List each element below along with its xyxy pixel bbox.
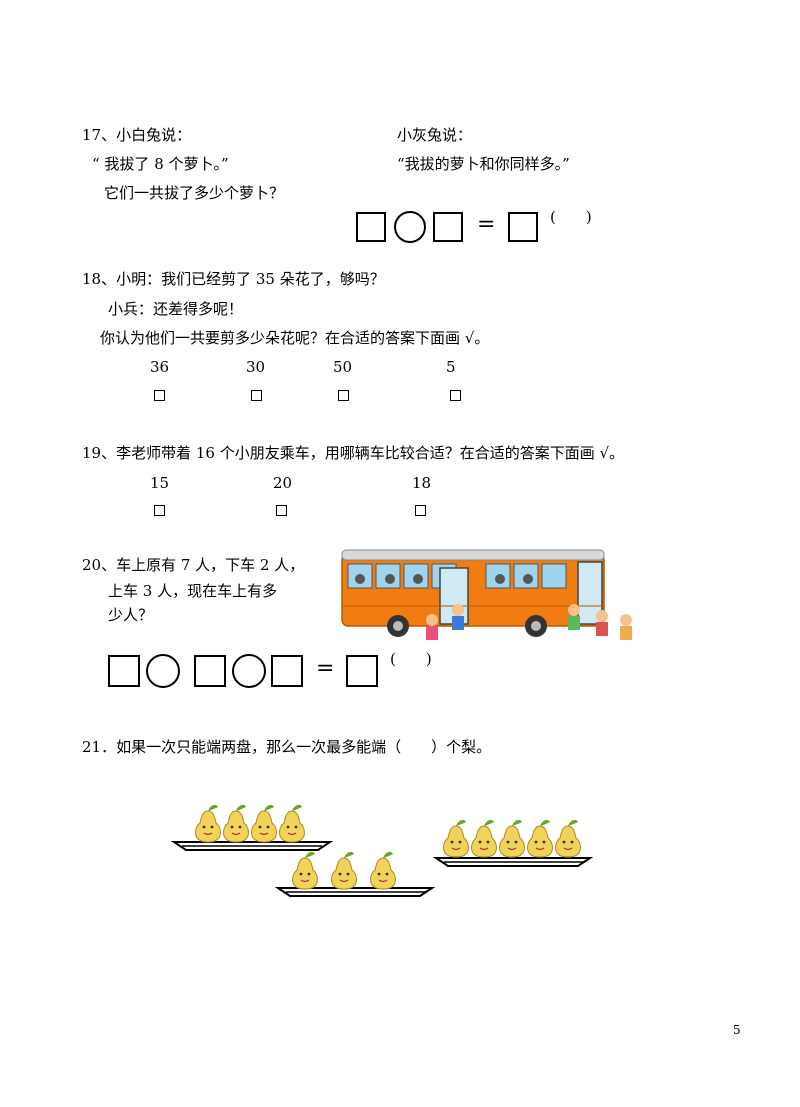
q17-gray-rabbit-quote: “我拔的萝卜和你同样多。” xyxy=(397,155,570,173)
page-number: 5 xyxy=(733,1023,741,1037)
q20-blank-box-3[interactable] xyxy=(271,655,303,687)
q17-equals-sign: = xyxy=(477,212,496,237)
pear-plates-illustration xyxy=(170,804,594,897)
q20-operator-circle-1[interactable] xyxy=(146,654,180,688)
q18-option-label: 5 xyxy=(446,358,456,376)
q18-option-checkbox[interactable] xyxy=(154,390,165,401)
q19-option-label: 15 xyxy=(150,474,170,492)
q18-line-3: 你认为他们一共要剪多少朵花呢？在合适的答案下面画 √。 xyxy=(100,329,490,347)
q19-line-1: 19、李老师带着 16 个小朋友乘车，用哪辆车比较合适？在合适的答案下面画 √。 xyxy=(82,444,625,462)
q19-option-checkbox[interactable] xyxy=(415,505,426,516)
q18-option-checkbox[interactable] xyxy=(338,390,349,401)
q18-option-label: 36 xyxy=(150,358,170,376)
q17-result-box[interactable] xyxy=(508,212,538,242)
q20-line-3: 少人？ xyxy=(108,606,154,624)
q17-blank-box-2[interactable] xyxy=(433,212,463,242)
q19-option-label: 20 xyxy=(273,474,293,492)
q20-line-2: 上车 3 人，现在车上有多 xyxy=(108,582,278,600)
q20-blank-box-1[interactable] xyxy=(108,655,140,687)
q19-option-checkbox[interactable] xyxy=(154,505,165,516)
q20-result-box[interactable] xyxy=(346,655,378,687)
q18-option-checkbox[interactable] xyxy=(251,390,262,401)
q18-option-label: 30 xyxy=(246,358,266,376)
q17-number-label: 17、小白兔说： xyxy=(82,126,192,144)
q18-option-label: 50 xyxy=(333,358,353,376)
q19-option-checkbox[interactable] xyxy=(276,505,287,516)
q17-white-rabbit-quote: “ 我拔了 8 个萝卜。” xyxy=(92,155,229,173)
q18-line-1: 18、小明：我们已经剪了 35 朵花了，够吗？ xyxy=(82,270,385,288)
q17-blank-box-1[interactable] xyxy=(356,212,386,242)
q18-option-checkbox[interactable] xyxy=(450,390,461,401)
q20-answer-parentheses[interactable]: ( ) xyxy=(390,650,432,668)
q20-equals-sign: = xyxy=(316,656,335,681)
q20-line-1: 20、车上原有 7 人，下车 2 人， xyxy=(82,556,305,574)
q17-operator-circle[interactable] xyxy=(394,211,426,243)
q17-answer-parentheses[interactable]: ( ) xyxy=(550,208,592,226)
q17-question: 它们一共拔了多少个萝卜？ xyxy=(104,184,285,202)
q19-option-label: 18 xyxy=(412,474,432,492)
q17-gray-rabbit-label: 小灰兔说： xyxy=(397,126,473,144)
q20-blank-box-2[interactable] xyxy=(194,655,226,687)
bus-illustration xyxy=(341,549,632,640)
q21-line-1: 21．如果一次只能端两盘，那么一次最多能端（ ）个梨。 xyxy=(82,738,492,756)
q20-operator-circle-2[interactable] xyxy=(232,654,266,688)
q18-line-2: 小兵：还差得多呢！ xyxy=(108,300,244,318)
